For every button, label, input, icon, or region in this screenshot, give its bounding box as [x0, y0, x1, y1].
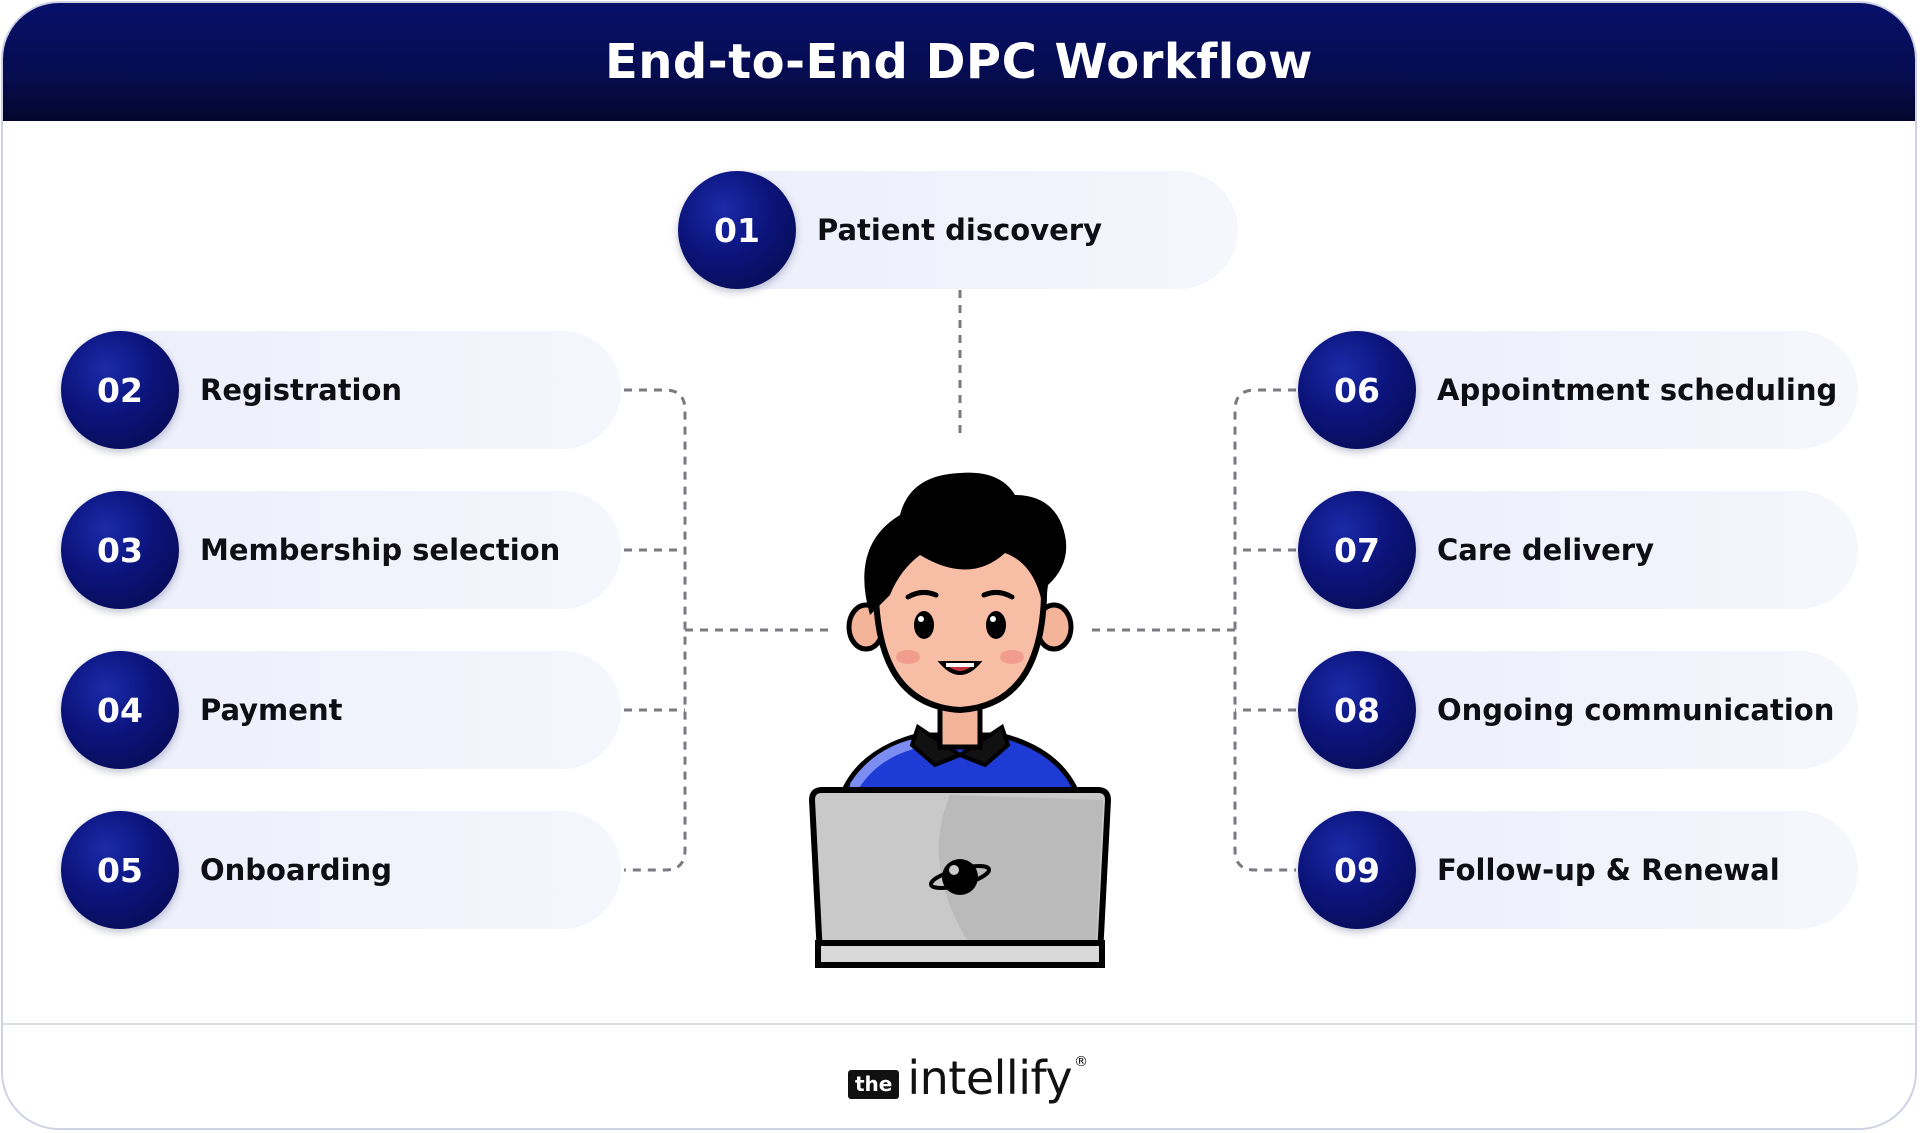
- step-label: Ongoing communication: [1437, 693, 1835, 727]
- planet-icon: [928, 859, 992, 895]
- logo-prefix: the: [848, 1069, 900, 1099]
- step-number: 04: [97, 690, 143, 730]
- workflow-step-2: 02 Registration: [61, 331, 621, 449]
- step-number: 08: [1334, 690, 1380, 730]
- logo-name: intellify: [907, 1051, 1073, 1105]
- step-label: Appointment scheduling: [1437, 373, 1838, 407]
- footer-divider: [3, 1023, 1915, 1025]
- step-badge: 09: [1298, 811, 1416, 929]
- step-number: 03: [97, 530, 143, 570]
- step-number: 06: [1334, 370, 1380, 410]
- step-badge: 02: [61, 331, 179, 449]
- intellify-logo: the intellify ®: [848, 1048, 1088, 1108]
- workflow-step-8: 08 Ongoing communication: [1298, 651, 1858, 769]
- step-badge: 04: [61, 651, 179, 769]
- step-label: Registration: [200, 373, 403, 407]
- workflow-step-4: 04 Payment: [61, 651, 621, 769]
- workflow-step-3: 03 Membership selection: [61, 491, 621, 609]
- step-number: 05: [97, 850, 143, 890]
- workflow-step-9: 09 Follow-up & Renewal: [1298, 811, 1858, 929]
- registered-mark: ®: [1074, 1054, 1089, 1070]
- step-badge: 03: [61, 491, 179, 609]
- person-at-laptop-illustration: [808, 472, 1112, 968]
- workflow-step-7: 07 Care delivery: [1298, 491, 1858, 609]
- step-label: Membership selection: [200, 533, 561, 567]
- step-badge: 08: [1298, 651, 1416, 769]
- step-label: Payment: [200, 693, 343, 727]
- step-label: Care delivery: [1437, 533, 1655, 567]
- header-bar: End-to-End DPC Workflow: [3, 3, 1915, 121]
- step-label: Follow-up & Renewal: [1437, 853, 1780, 887]
- step-number: 09: [1334, 850, 1380, 890]
- workflow-step-6: 06 Appointment scheduling: [1298, 331, 1858, 449]
- page-title: End-to-End DPC Workflow: [604, 34, 1314, 90]
- step-number: 01: [714, 210, 760, 250]
- step-badge: 01: [678, 171, 796, 289]
- step-badge: 05: [61, 811, 179, 929]
- step-badge: 06: [1298, 331, 1416, 449]
- workflow-step-5: 05 Onboarding: [61, 811, 621, 929]
- step-number: 02: [97, 370, 143, 410]
- step-label: Patient discovery: [817, 213, 1102, 247]
- step-number: 07: [1334, 530, 1380, 570]
- workflow-step-1: 01 Patient discovery: [678, 171, 1238, 289]
- step-label: Onboarding: [200, 853, 392, 887]
- step-badge: 07: [1298, 491, 1416, 609]
